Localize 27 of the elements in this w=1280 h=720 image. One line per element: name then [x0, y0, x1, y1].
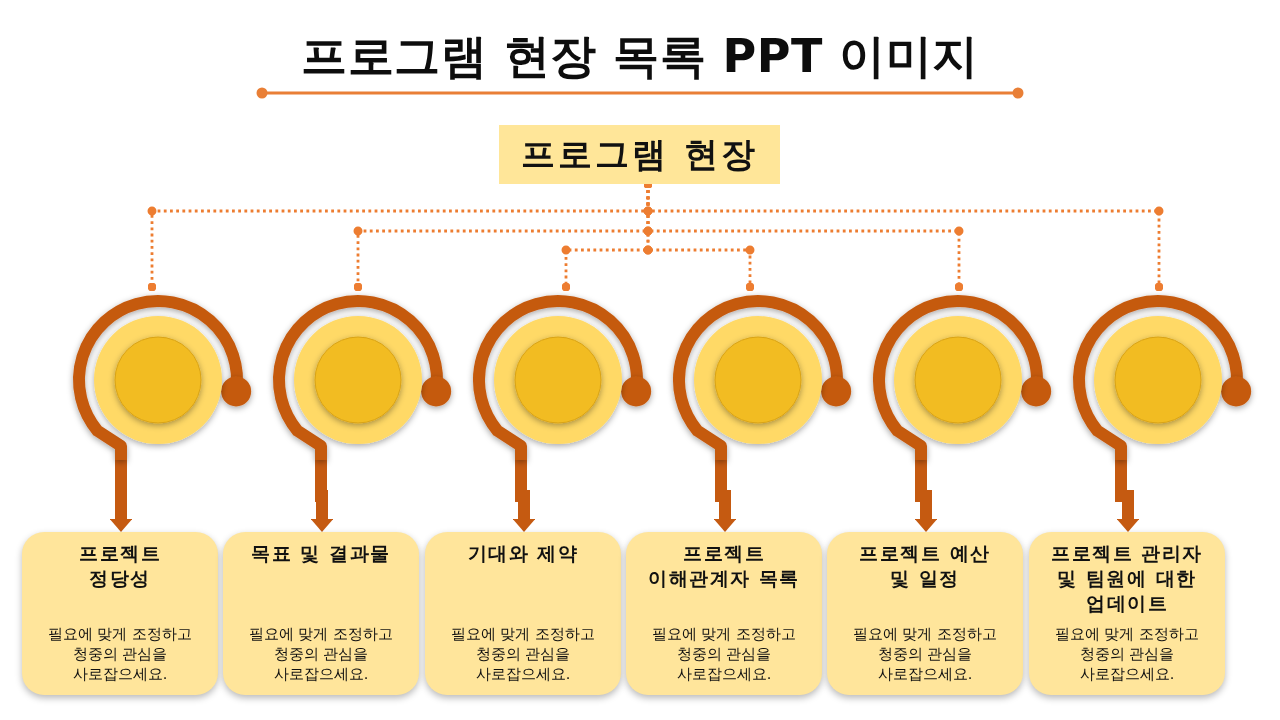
card-description: 필요에 맞게 조정하고 청중의 관심을 사로잡으세요.: [47, 626, 193, 682]
card-heading: 프로젝트 정당성: [79, 542, 161, 589]
dotted-connector: [643, 184, 1164, 291]
header-box: 프로그램 현장: [499, 125, 780, 184]
text-card: [223, 532, 419, 695]
card-description: 필요에 맞게 조정하고 청중의 관심을 사로잡으세요.: [651, 626, 797, 682]
text-card: [425, 532, 621, 695]
text-card: [22, 532, 218, 695]
card-description: 필요에 맞게 조정하고 청중의 관심을 사로잡으세요.: [248, 626, 394, 682]
card-heading: 프로젝트 이해관계자 목록: [648, 542, 800, 589]
arrow: [512, 460, 536, 532]
text-card: [827, 532, 1023, 695]
card-description: 필요에 맞게 조정하고 청중의 관심을 사로잡으세요.: [1054, 626, 1200, 682]
card-heading: 기대와 제약: [467, 542, 579, 564]
arrow: [109, 460, 133, 532]
arrow: [310, 460, 334, 532]
arrow: [914, 460, 938, 532]
arrow: [1115, 460, 1140, 532]
card-heading: 목표 및 결과물: [251, 542, 391, 564]
card-heading: 프로젝트 예산 및 일정: [859, 542, 991, 589]
text-card: [626, 532, 822, 695]
title: 프로그램 현장 목록 PPT 이미지: [301, 29, 979, 83]
card-heading: 프로젝트 관리자 및 팀원에 대한 업데이트: [1051, 542, 1203, 614]
card-description: 필요에 맞게 조정하고 청중의 관심을 사로잡으세요.: [450, 626, 596, 682]
arrow: [713, 460, 737, 532]
text-card: [1029, 532, 1225, 695]
card-description: 필요에 맞게 조정하고 청중의 관심을 사로잡으세요.: [852, 626, 998, 682]
